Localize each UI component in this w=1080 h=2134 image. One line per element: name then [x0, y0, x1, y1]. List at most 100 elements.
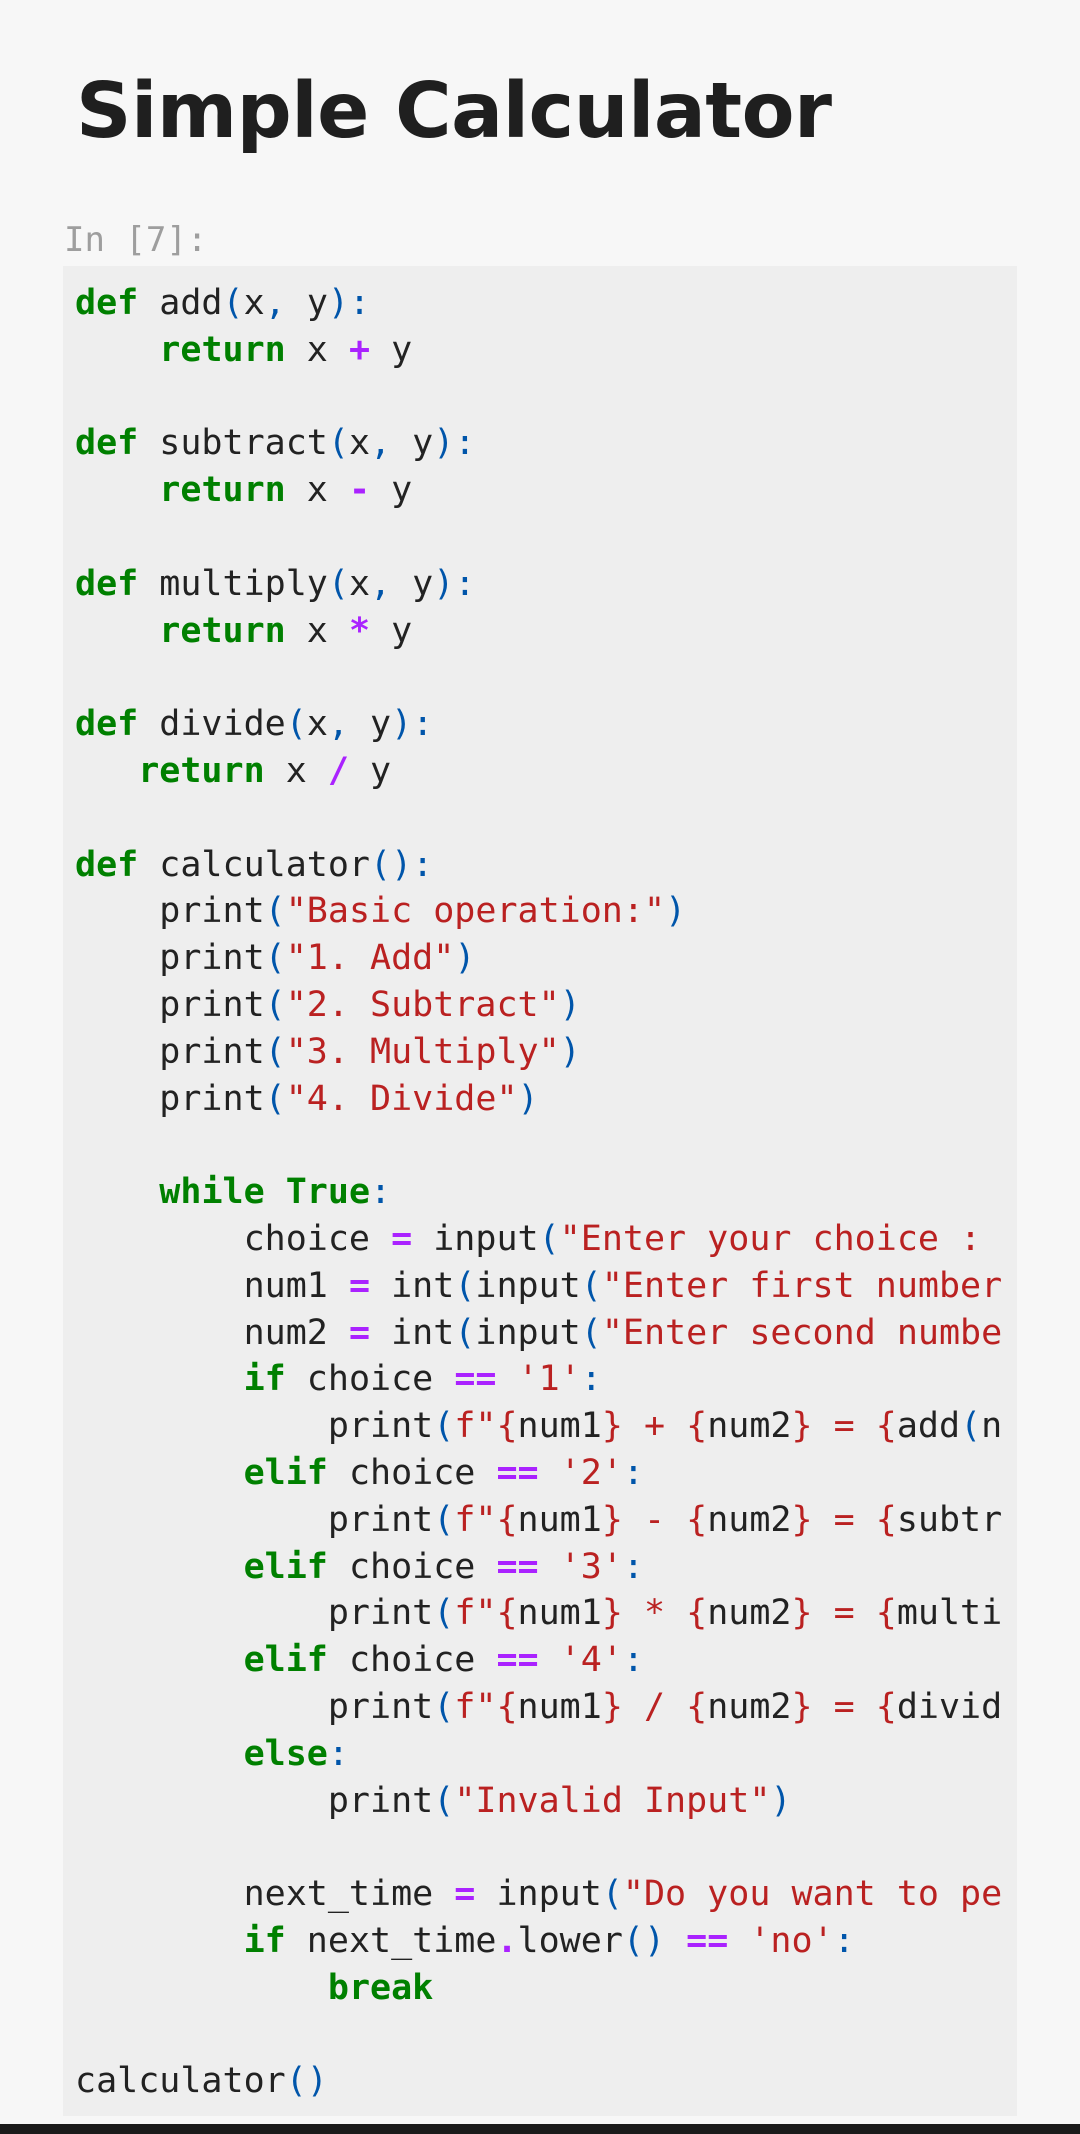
code-token [75, 330, 159, 370]
code-token [496, 1359, 517, 1399]
code-token: : [370, 1172, 392, 1213]
code-token: = [454, 1874, 476, 1915]
code-line: return x / y [75, 748, 1017, 795]
code-token: . [496, 1920, 518, 1961]
code-token: def [75, 563, 139, 604]
code-editor[interactable]: def add(x, y): return x + y def subtract… [63, 266, 1017, 2105]
code-token: x [348, 563, 371, 604]
code-token: return [138, 750, 265, 791]
code-token [75, 1359, 244, 1399]
code-token: x [243, 283, 265, 323]
code-token: def [75, 704, 139, 745]
code-token: (): [370, 844, 434, 885]
code-token: ( [601, 1874, 623, 1915]
code-token [265, 1172, 286, 1212]
code-token [75, 751, 138, 791]
code-token: print [75, 1406, 434, 1447]
code-line: num1 = int(input("Enter first number [75, 1263, 1017, 1310]
code-line: elif choice == '4': [75, 1637, 1017, 1684]
code-token: : [580, 1359, 602, 1400]
code-token: = [348, 1265, 371, 1306]
code-token: ): [433, 563, 476, 604]
code-token: add [138, 283, 223, 323]
code-token: return [159, 470, 286, 511]
code-cell[interactable]: def add(x, y): return x + y def subtract… [63, 266, 1017, 2116]
code-token: f"{ [454, 1686, 518, 1727]
code-token: num1 [517, 1406, 602, 1447]
code-token: y [370, 610, 413, 651]
code-token: "Do you want to pe [622, 1874, 1003, 1915]
code-line: return x * y [75, 608, 1017, 655]
code-token: , [370, 563, 392, 604]
code-token: ( [433, 1593, 455, 1634]
code-line: elif choice == '2': [75, 1450, 1017, 1497]
code-token: y [285, 283, 328, 323]
code-token: == [496, 1452, 539, 1493]
code-token: n [981, 1406, 1003, 1447]
code-token: ) [770, 1780, 792, 1821]
code-token: y [370, 470, 413, 511]
code-line [75, 2011, 1017, 2058]
code-token: ( [433, 1499, 455, 1540]
code-token: y [391, 563, 434, 604]
notebook-heading: Simple Calculator [76, 67, 832, 156]
code-token: () [285, 2061, 328, 2102]
cell-prompt: In [7]: [64, 220, 208, 260]
code-line [75, 795, 1017, 842]
code-token: True [285, 1172, 371, 1213]
code-token: f"{ [454, 1499, 518, 1540]
code-token: : [327, 1733, 349, 1774]
code-token: y [348, 750, 392, 791]
code-token: '2' [559, 1452, 623, 1493]
code-token: num1 [75, 1265, 349, 1306]
code-token: ( [264, 891, 286, 932]
code-token: print [75, 1780, 434, 1821]
code-token: choice [285, 1359, 455, 1400]
code-token: () [622, 1920, 666, 1961]
code-token: print [75, 1499, 434, 1540]
code-token: "2. Subtract" [285, 984, 560, 1025]
code-line: print(f"{num1} - {num2} = {subtr [75, 1497, 1017, 1544]
code-token: } * { [601, 1593, 708, 1634]
code-token: choice [327, 1452, 497, 1493]
code-token: == [496, 1640, 539, 1681]
code-token: '3' [559, 1546, 623, 1587]
code-line: def multiply(x, y): [75, 561, 1017, 608]
code-token: lower [517, 1920, 623, 1961]
code-token: '4' [559, 1640, 623, 1681]
code-token [75, 1968, 328, 2008]
code-token: else [243, 1733, 328, 1774]
code-token: num2 [707, 1406, 792, 1447]
code-line: next_time = input("Do you want to pe [75, 1871, 1017, 1918]
code-token: "Invalid Input" [454, 1780, 771, 1821]
code-token: ( [433, 1406, 455, 1447]
code-token: input [475, 1874, 602, 1915]
code-token [539, 1640, 560, 1680]
code-token: ): [433, 423, 476, 464]
code-token: : [622, 1546, 644, 1587]
code-line [75, 1824, 1017, 1871]
code-token: ( [538, 1218, 560, 1259]
code-token [75, 611, 159, 651]
code-token: - [348, 470, 371, 511]
code-token: + [348, 329, 371, 370]
code-token: multiply [138, 563, 328, 604]
code-token: num1 [517, 1499, 602, 1540]
code-token: print [75, 1078, 265, 1119]
code-token: f"{ [454, 1593, 518, 1634]
code-token: ( [264, 1031, 286, 1072]
code-token: num1 [517, 1593, 602, 1634]
code-line: while True: [75, 1169, 1017, 1216]
code-token: elif [243, 1546, 328, 1587]
code-token: print [75, 938, 265, 979]
code-token: == [454, 1359, 497, 1400]
code-token: ): [391, 704, 434, 745]
code-token: } + { [601, 1406, 708, 1447]
code-line [75, 374, 1017, 421]
code-line: def calculator(): [75, 842, 1017, 889]
code-line: print(f"{num1} * {num2} = {multi [75, 1590, 1017, 1637]
code-token: def [75, 283, 139, 323]
code-token: x [285, 329, 349, 370]
code-line: print("Invalid Input") [75, 1778, 1017, 1825]
code-token: , [327, 704, 349, 745]
